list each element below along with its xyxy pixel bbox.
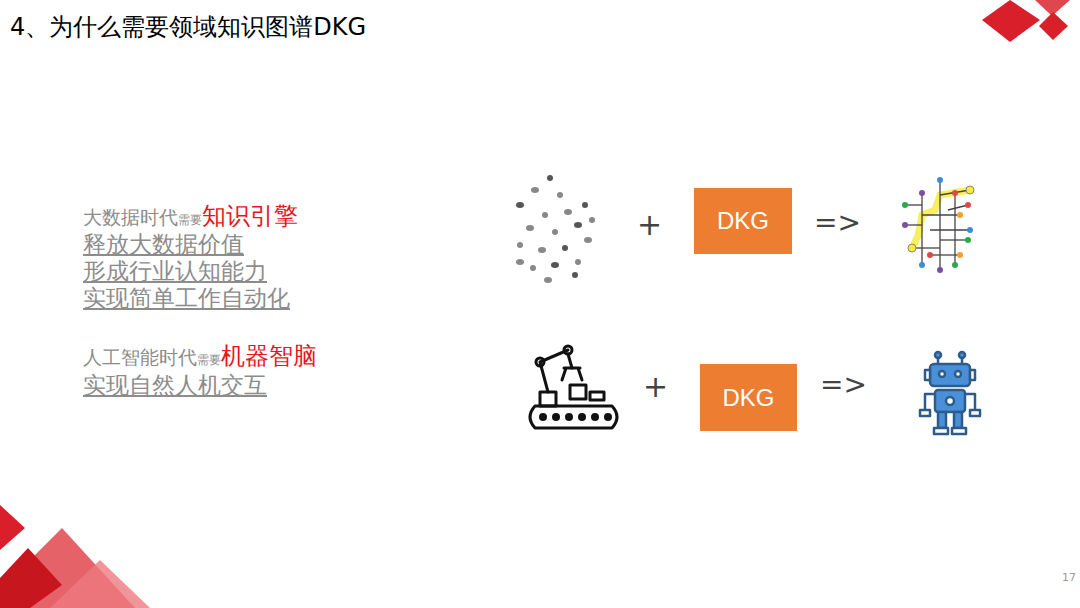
dkg-box: DKG [694,188,792,254]
implies-sign: => [814,208,861,239]
dot [542,212,548,218]
small-text: 需要 [178,214,202,227]
dot [538,247,546,253]
decor-diamond [0,505,25,550]
plus-sign: + [643,370,668,403]
text-row: 人工智能时代需要机器智脑 [83,343,317,369]
underlined-text: 形成行业认知能力 [83,259,267,284]
underlined-text: 释放大数据价值 [83,232,244,257]
dot [572,272,578,278]
knowledge-network [902,177,974,273]
decor-diamond [50,560,150,608]
scattered-dots [516,175,595,283]
dot [516,259,524,265]
dot [557,192,563,198]
slide-title: 4、为什么需要领域知识图谱DKG [10,14,366,40]
heading-text: 大数据时代 [83,207,178,228]
implies-sign: => [820,370,867,401]
decor-diamond [0,548,62,608]
dot [516,202,524,208]
box-label: DKG [722,384,774,412]
text-row: 大数据时代需要知识引擎 [83,203,298,229]
dot [584,237,592,243]
dot [575,259,581,265]
dot [551,262,559,268]
box-label: DKG [717,207,769,235]
small-text: 需要 [197,354,221,367]
dot [562,245,568,251]
keyword: 知识引擎 [202,203,298,229]
dot [589,217,595,223]
dot [531,187,539,193]
dot [517,242,523,248]
conveyor-rollers [539,413,612,421]
dot [552,229,558,235]
robot-icon [920,352,980,434]
dot [530,265,536,271]
dot [526,225,534,231]
robotic-arm [530,346,617,428]
dot [564,209,572,215]
dot [574,222,582,228]
decor-diamond [1039,12,1068,40]
keyword: 机器智脑 [221,343,317,369]
underlined-text: 实现简单工作自动化 [83,286,290,311]
decor-diamond [982,0,1040,42]
underlined-text: 实现自然人机交互 [83,373,267,398]
dot [547,175,553,181]
dot [544,277,552,283]
dkg-box: DKG [700,364,797,431]
page-number: 17 [1062,572,1076,584]
heading-text: 人工智能时代 [83,347,197,368]
dot [582,202,588,208]
plus-sign: + [637,208,662,241]
